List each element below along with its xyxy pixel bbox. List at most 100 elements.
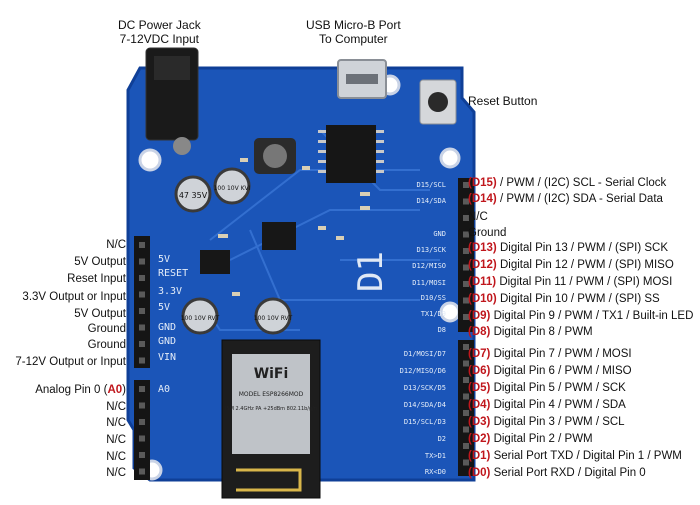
header-pin bbox=[139, 357, 145, 364]
pin-description: Digital Pin 6 / PWM / MISO bbox=[490, 365, 632, 377]
pin-code: (D12) bbox=[468, 259, 497, 271]
usb-label-line1: USB Micro-B Port bbox=[306, 18, 401, 32]
svg-text:100 10V RVT: 100 10V RVT bbox=[181, 315, 220, 322]
right-pin-label: (D7) Digital Pin 7 / PWM / MOSI bbox=[468, 347, 632, 361]
pin-code: (D8) bbox=[468, 326, 491, 338]
pin-description: Digital Pin 11 / PWM / (SPI) MOSI bbox=[496, 276, 673, 288]
header-pin bbox=[139, 308, 145, 314]
header-pin bbox=[463, 426, 469, 433]
right-silk-label: D15/SCL bbox=[416, 181, 446, 189]
pin-description: Digital Pin 7 / PWM / MOSI bbox=[490, 348, 632, 360]
left-pin-label: Ground bbox=[87, 323, 126, 335]
right-silk-label: D13/SCK/D5 bbox=[404, 384, 446, 392]
usb-label: USB Micro-B Port To Computer bbox=[306, 18, 401, 46]
svg-text:ISM 2.4GHz PA +25dBm 802.11b/g: ISM 2.4GHz PA +25dBm 802.11b/g/n bbox=[225, 406, 317, 412]
pin-description: Digital Pin 10 / PWM / (SPI) SS bbox=[496, 293, 660, 305]
analog-pin-text: Analog Pin 0 ( bbox=[35, 384, 108, 396]
left-silk-label: 3.3V bbox=[158, 286, 182, 297]
header-pin bbox=[139, 258, 145, 265]
right-silk-label: D12/MISO bbox=[412, 262, 446, 270]
right-silk-label: D13/SCK bbox=[416, 246, 446, 254]
right-pin-label: (D13) Digital Pin 13 / PWM / (SPI) SCK bbox=[468, 241, 668, 255]
right-silk-label: D11/MOSI bbox=[412, 279, 446, 287]
header-pin bbox=[139, 242, 145, 248]
header-pins bbox=[139, 182, 469, 475]
pin-description: Serial Port RXD / Digital Pin 0 bbox=[490, 467, 646, 479]
mounting-hole bbox=[439, 147, 461, 169]
pin-description: Ground bbox=[468, 227, 507, 239]
left-nc-label: N/C bbox=[106, 467, 126, 479]
pin-code: (D15) bbox=[468, 177, 497, 189]
pin-code: (D6) bbox=[468, 365, 491, 377]
reset-button-label: Reset Button bbox=[468, 94, 538, 108]
left-nc-label: N/C bbox=[106, 434, 126, 446]
header-pin bbox=[463, 297, 469, 304]
header-pin bbox=[139, 291, 145, 298]
header-pin bbox=[463, 393, 469, 400]
header-pin bbox=[463, 264, 469, 271]
left-pin-label: N/C bbox=[106, 239, 126, 251]
left-analog-header bbox=[134, 380, 150, 480]
capacitor-100-top: 100 10V KVI bbox=[213, 167, 251, 205]
header-pin bbox=[463, 248, 469, 254]
header-pin bbox=[139, 452, 145, 458]
left-silk-label: 5V bbox=[158, 302, 170, 313]
right-pin-label: (D6) Digital Pin 6 / PWM / MISO bbox=[468, 364, 632, 378]
pin-code: (D5) bbox=[468, 382, 491, 394]
pin-code: (D2) bbox=[468, 433, 491, 445]
esp8266-module: WiFi MODEL ESP8266MOD ISM 2.4GHz PA +25d… bbox=[221, 339, 321, 499]
header-pin bbox=[463, 410, 469, 416]
header-pin bbox=[139, 468, 145, 475]
right-silkscreen: D15/SCLD14/SDAGNDD13/SCKD12/MISOD11/MOSI… bbox=[400, 181, 447, 476]
right-pin-label: N/C bbox=[468, 210, 488, 224]
left-silk-label: RESET bbox=[158, 268, 188, 279]
right-silk-label: TX1/D9 bbox=[421, 310, 446, 318]
right-pin-label: (D4) Digital Pin 4 / PWM / SDA bbox=[468, 398, 626, 412]
right-silk-label: D10/SS bbox=[421, 294, 446, 302]
right-header-top bbox=[458, 178, 474, 332]
right-header-bottom bbox=[458, 340, 474, 476]
header-pin bbox=[139, 275, 145, 281]
right-pin-label: (D0) Serial Port RXD / Digital Pin 0 bbox=[468, 466, 646, 480]
right-pin-label: (D11) Digital Pin 11 / PWM / (SPI) MOSI bbox=[468, 275, 672, 289]
pin-description: Digital Pin 3 / PWM / SCL bbox=[490, 416, 625, 428]
right-pin-label: (D3) Digital Pin 3 / PWM / SCL bbox=[468, 415, 625, 429]
analog-pin-close: ) bbox=[122, 384, 126, 396]
pin-description: Digital Pin 9 / PWM / TX1 / Built-in LED bbox=[490, 310, 694, 322]
left-pin-label: Ground bbox=[87, 339, 126, 351]
pin-code: (D7) bbox=[468, 348, 491, 360]
right-silk-label: D8 bbox=[438, 326, 446, 334]
right-silk-label: D14/SDA/D4 bbox=[404, 401, 446, 409]
right-pin-label: (D14) / PWM / (I2C) SDA - Serial Data bbox=[468, 192, 663, 206]
header-pin bbox=[463, 344, 469, 350]
left-pin-label: Reset Input bbox=[67, 273, 126, 285]
header-pin bbox=[463, 281, 469, 287]
analog-pin-label: Analog Pin 0 (A0) bbox=[35, 383, 126, 397]
pin-code: (D4) bbox=[468, 399, 491, 411]
left-nc-label: N/C bbox=[106, 451, 126, 463]
left-silk-label: 5V bbox=[158, 254, 170, 265]
header-pin bbox=[463, 377, 469, 383]
right-silk-label: D12/MISO/D6 bbox=[400, 367, 446, 375]
right-silk-label: GND bbox=[433, 230, 446, 238]
pin-description: Digital Pin 8 / PWM bbox=[490, 326, 593, 338]
svg-text:47 35V: 47 35V bbox=[179, 191, 208, 200]
voltage-regulator bbox=[262, 222, 296, 250]
left-pin-label: 5V Output bbox=[74, 308, 126, 320]
capacitor-100-mid: 100 10V RVT bbox=[181, 297, 220, 335]
right-pin-label: (D2) Digital Pin 2 / PWM bbox=[468, 432, 593, 446]
svg-text:100 10V RVT: 100 10V RVT bbox=[254, 315, 293, 322]
right-silk-label: D15/SCL/D3 bbox=[404, 418, 446, 426]
svg-text:WiFi: WiFi bbox=[254, 366, 289, 382]
header-pin bbox=[139, 324, 145, 331]
right-silk-label: RX<D0 bbox=[425, 468, 446, 476]
header-pin bbox=[139, 435, 145, 442]
left-header bbox=[134, 236, 150, 368]
dc-jack-label: DC Power Jack 7-12VDC Input bbox=[118, 18, 201, 46]
pin-code: (D9) bbox=[468, 310, 491, 322]
dc-jack-label-line1: DC Power Jack bbox=[118, 18, 201, 32]
right-silk-label: D2 bbox=[438, 435, 446, 443]
header-pin bbox=[139, 402, 145, 409]
svg-text:MODEL ESP8266MOD: MODEL ESP8266MOD bbox=[239, 391, 304, 398]
